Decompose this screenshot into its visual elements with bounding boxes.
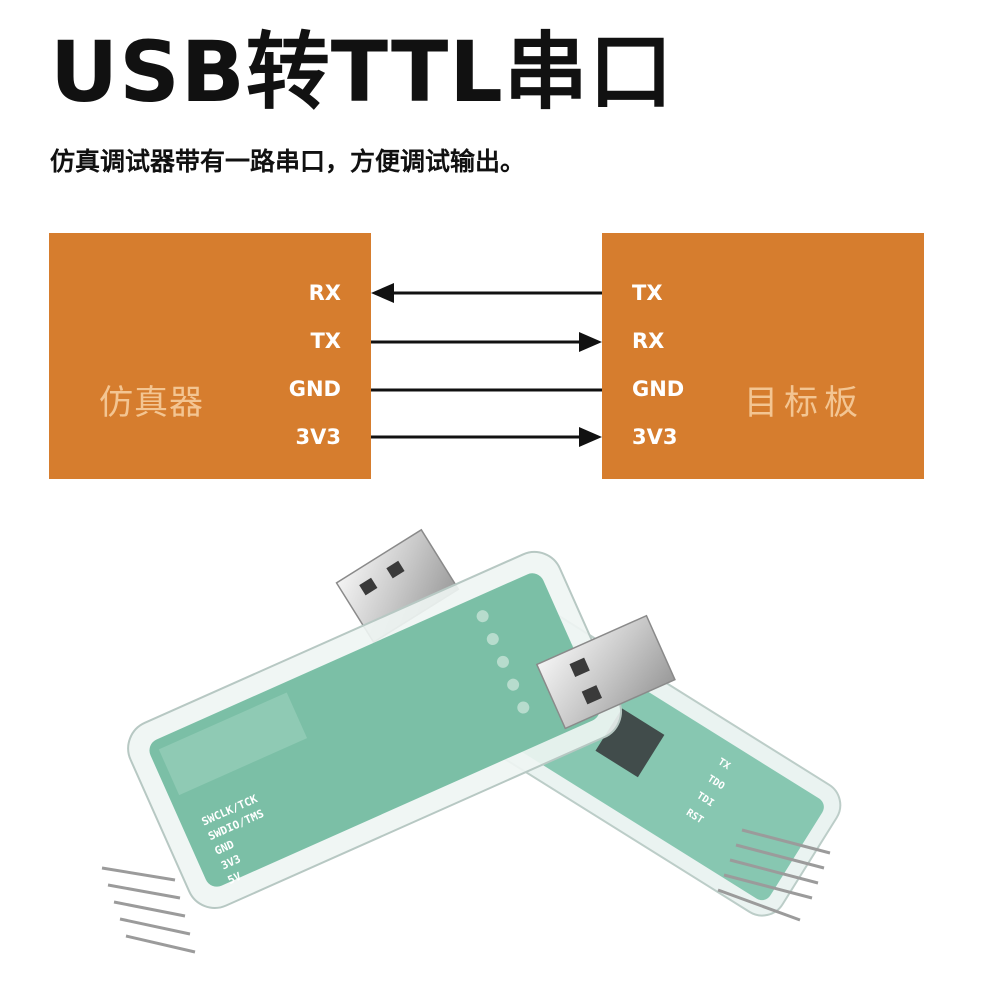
target-box: TX RX GND 3V3 目标板 <box>602 233 924 479</box>
svg-text:TX: TX <box>716 756 732 772</box>
connection-wires <box>371 283 602 447</box>
product-photo: TX TDO TDI RST <box>101 528 842 954</box>
front-dongle: SWCLK/TCK SWDIO/TMS GND 3V3 5V <box>101 550 676 954</box>
svg-text:5V: 5V <box>226 870 244 887</box>
emulator-pin-3v3: 3V3 <box>295 425 341 449</box>
target-pin-rx: RX <box>632 329 665 353</box>
target-pin-3v3: 3V3 <box>632 425 678 449</box>
page-subtitle: 仿真调试器带有一路串口，方便调试输出。 <box>50 147 526 176</box>
arrow-right-icon <box>579 332 602 352</box>
emulator-label: 仿真器 <box>99 383 204 423</box>
emulator-pin-tx: TX <box>310 329 341 353</box>
back-header-pins <box>717 828 831 922</box>
front-header-pins <box>101 866 196 954</box>
emulator-pin-rx: RX <box>308 281 341 305</box>
arrow-right-icon <box>579 427 602 447</box>
target-pin-gnd: GND <box>632 377 685 401</box>
emulator-pin-gnd: GND <box>288 377 341 401</box>
emulator-box: RX TX GND 3V3 仿真器 <box>49 233 371 479</box>
target-pin-tx: TX <box>632 281 663 305</box>
target-label: 目标板 <box>744 383 864 423</box>
page-title: USB转TTL串口 <box>50 23 674 121</box>
arrow-left-icon <box>371 283 394 303</box>
